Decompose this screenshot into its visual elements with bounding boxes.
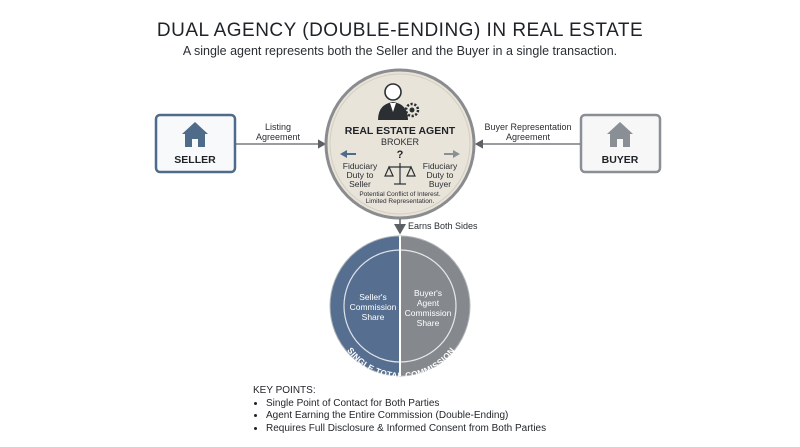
key-point-item: Agent Earning the Entire Commission (Dou… [266, 410, 546, 423]
seller-label: SELLER [174, 154, 216, 166]
scales-icon [384, 163, 416, 185]
commission-circle: Seller's Commission Share Buyer's Agent … [329, 235, 471, 381]
buyer-share-line2: Agent [417, 298, 440, 308]
listing-agreement-line1: Listing [265, 122, 291, 132]
seller-house-icon [182, 122, 208, 147]
gear-icon [404, 102, 420, 118]
conflict-note-line2: Limited Representation. [366, 198, 435, 205]
seller-box: SELLER [154, 113, 237, 174]
buyer-box: BUYER [579, 113, 662, 174]
seller-share-line3: Share [362, 312, 385, 322]
left-duty-line3: Seller [349, 179, 371, 189]
agent-title: REAL ESTATE AGENT [345, 125, 456, 137]
right-duty-line1: Fiduciary [423, 161, 458, 171]
left-duty-arrow-icon [340, 150, 356, 158]
page-subtitle: A single agent represents both the Selle… [182, 44, 618, 58]
buyer-commission-half [400, 236, 470, 376]
page-title: DUAL AGENCY (DOUBLE-ENDING) IN REAL ESTA… [156, 20, 644, 41]
person-icon [378, 83, 408, 120]
agent-subtitle: BROKER [381, 137, 420, 147]
key-points: KEY POINTS: Single Point of Contact for … [253, 385, 546, 435]
right-duty-line3: Buyer [429, 179, 451, 189]
left-duty-line1: Fiduciary [343, 161, 378, 171]
left-duty-line2: Duty to [347, 170, 374, 180]
key-points-list: Single Point of Contact for Both Parties… [253, 398, 546, 436]
question-mark: ? [397, 149, 404, 161]
buyer-representation-line2: Agreement [506, 132, 551, 142]
earns-label: Earns Both Sides [408, 221, 478, 231]
seller-share-line1: Seller's [359, 292, 387, 302]
agent-circle: REAL ESTATE AGENT BROKER ? Fiduciary Dut… [324, 68, 476, 220]
right-duty-arrow-icon [444, 150, 460, 158]
buyer-label: BUYER [602, 154, 639, 166]
buyer-house-icon [607, 122, 633, 147]
buyer-share-line3: Commission [405, 308, 452, 318]
conflict-note-line1: Potential Conflict of Interest. [359, 191, 440, 198]
right-duty-line2: Duty to [427, 170, 454, 180]
buyer-representation-line1: Buyer Representation [484, 122, 571, 132]
key-point-item: Single Point of Contact for Both Parties [266, 398, 546, 411]
key-points-heading: KEY POINTS: [253, 385, 316, 396]
listing-agreement-line2: Agreement [256, 132, 301, 142]
buyer-share-line1: Buyer's [414, 288, 442, 298]
seller-commission-half [330, 236, 400, 376]
buyer-share-line4: Share [417, 318, 440, 328]
seller-share-line2: Commission [350, 302, 397, 312]
key-point-item: Requires Full Disclosure & Informed Cons… [266, 423, 546, 436]
